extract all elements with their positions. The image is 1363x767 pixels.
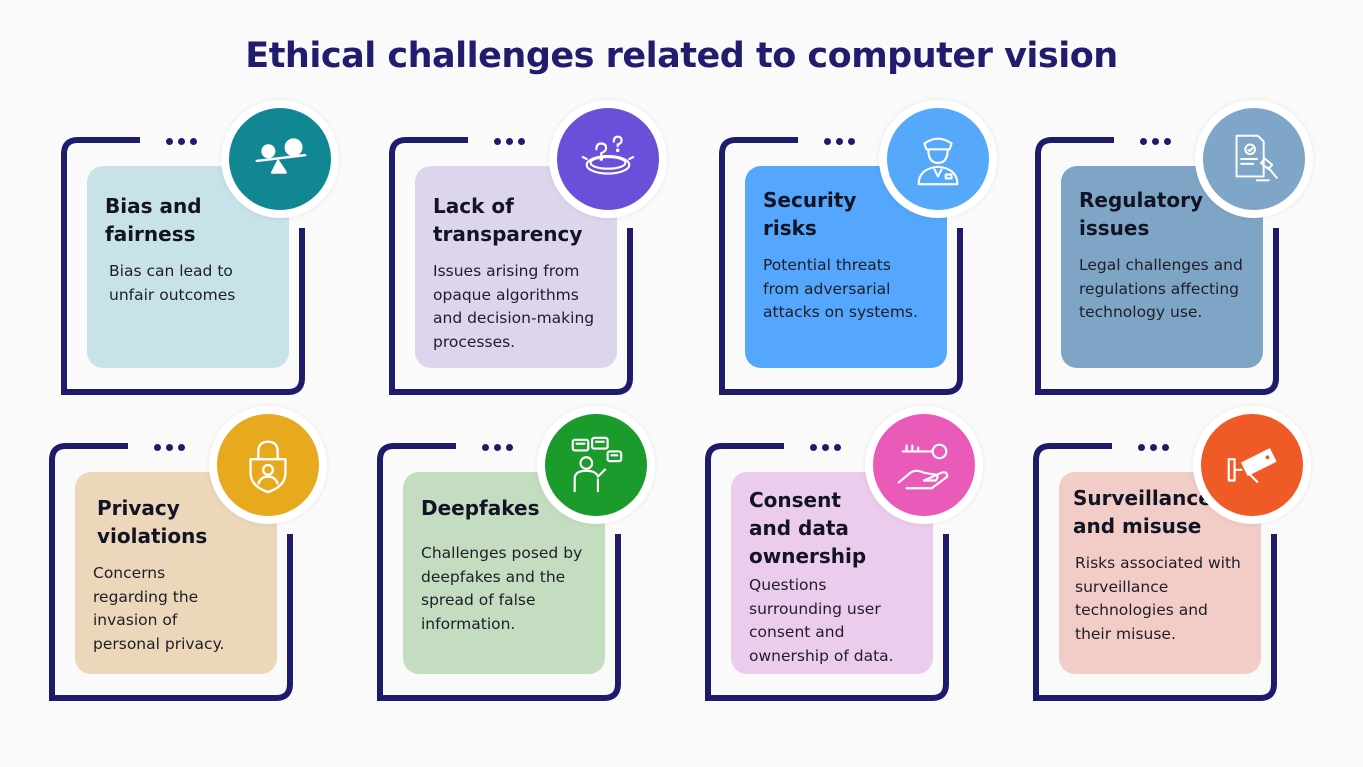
icon-badge — [537, 406, 655, 524]
card-frame — [377, 443, 621, 701]
card-title: Surveillance and misuse — [1073, 486, 1212, 538]
page-title: Ethical challenges related to computer v… — [245, 36, 1118, 76]
decorative-dots — [810, 444, 841, 451]
icon-background — [1201, 414, 1303, 516]
icon-badge — [221, 100, 339, 218]
decorative-dots — [166, 138, 197, 145]
decorative-dots — [154, 444, 185, 451]
challenge-card-deepfakes: Deepfakes Challenges posed by deepfakes … — [376, 406, 676, 706]
icon-background — [217, 414, 319, 516]
card-description: Bias can lead to unfair outcomes — [109, 262, 236, 304]
card-description: Challenges posed by deepfakes and the sp… — [421, 544, 583, 633]
challenge-card-regulatory: Regulatory issues Legal challenges and r… — [1034, 100, 1334, 400]
hand-key-icon — [897, 443, 949, 490]
card-description: Legal challenges and regulations affecti… — [1079, 256, 1243, 321]
icon-background — [873, 414, 975, 516]
challenge-card-security: Security risks Potential threats from ad… — [718, 100, 1018, 400]
icon-background — [557, 108, 659, 210]
card-title: Security risks — [763, 188, 857, 240]
security-guard-icon — [917, 137, 959, 186]
card-title: Privacy violations — [97, 496, 208, 548]
balance-scale-icon — [255, 138, 307, 174]
decorative-dots — [824, 138, 855, 145]
challenge-card-privacy: Privacy violations Concerns regarding th… — [48, 406, 348, 706]
card-frame — [1033, 443, 1277, 701]
question-ring-icon — [581, 135, 635, 175]
icon-badge — [1193, 406, 1311, 524]
card-frame — [389, 137, 633, 395]
icon-background — [545, 414, 647, 516]
card-description: Questions surrounding user consent and o… — [749, 576, 894, 665]
card-frame — [1035, 137, 1279, 395]
card-frame — [49, 443, 293, 701]
challenge-card-surveillance: Surveillance and misuse Risks associated… — [1032, 406, 1332, 706]
decorative-dots — [482, 444, 513, 451]
icon-background — [1203, 108, 1305, 210]
decorative-dots — [1140, 138, 1171, 145]
card-title: Lack of transparency — [433, 194, 583, 246]
icon-badge — [865, 406, 983, 524]
card-frame — [61, 137, 305, 395]
card-description: Concerns regarding the invasion of perso… — [93, 564, 225, 653]
legal-document-gavel-icon — [1235, 134, 1278, 182]
card-description: Potential threats from adversarial attac… — [763, 256, 918, 321]
decorative-dots — [494, 138, 525, 145]
decorative-dots — [1138, 444, 1169, 451]
challenge-card-transparency: Lack of transparency Issues arising from… — [388, 100, 688, 400]
cctv-camera-icon — [1227, 448, 1277, 484]
icon-background — [887, 108, 989, 210]
card-description: Issues arising from opaque algorithms an… — [433, 262, 595, 351]
card-title: Regulatory issues — [1079, 188, 1204, 240]
challenge-card-bias: Bias and fairness Bias can lead to unfai… — [60, 100, 360, 400]
user-lock-icon — [249, 440, 287, 494]
card-description: Risks associated with surveillance techn… — [1075, 554, 1241, 643]
challenge-card-consent: Consent and data ownership Questions sur… — [704, 406, 1004, 706]
card-title: Bias and fairness — [105, 194, 202, 246]
card-frame — [719, 137, 963, 395]
icon-badge — [1195, 100, 1313, 218]
icon-background — [229, 108, 331, 210]
card-body: Surveillance and misuse Risks associated… — [1059, 472, 1261, 674]
icon-badge — [879, 100, 997, 218]
card-frame — [705, 443, 949, 701]
icon-badge — [549, 100, 667, 218]
icon-badge — [209, 406, 327, 524]
card-title: Consent and data ownership — [749, 488, 867, 568]
card-title: Deepfakes — [421, 496, 540, 520]
speaking-person-icon — [571, 436, 623, 493]
